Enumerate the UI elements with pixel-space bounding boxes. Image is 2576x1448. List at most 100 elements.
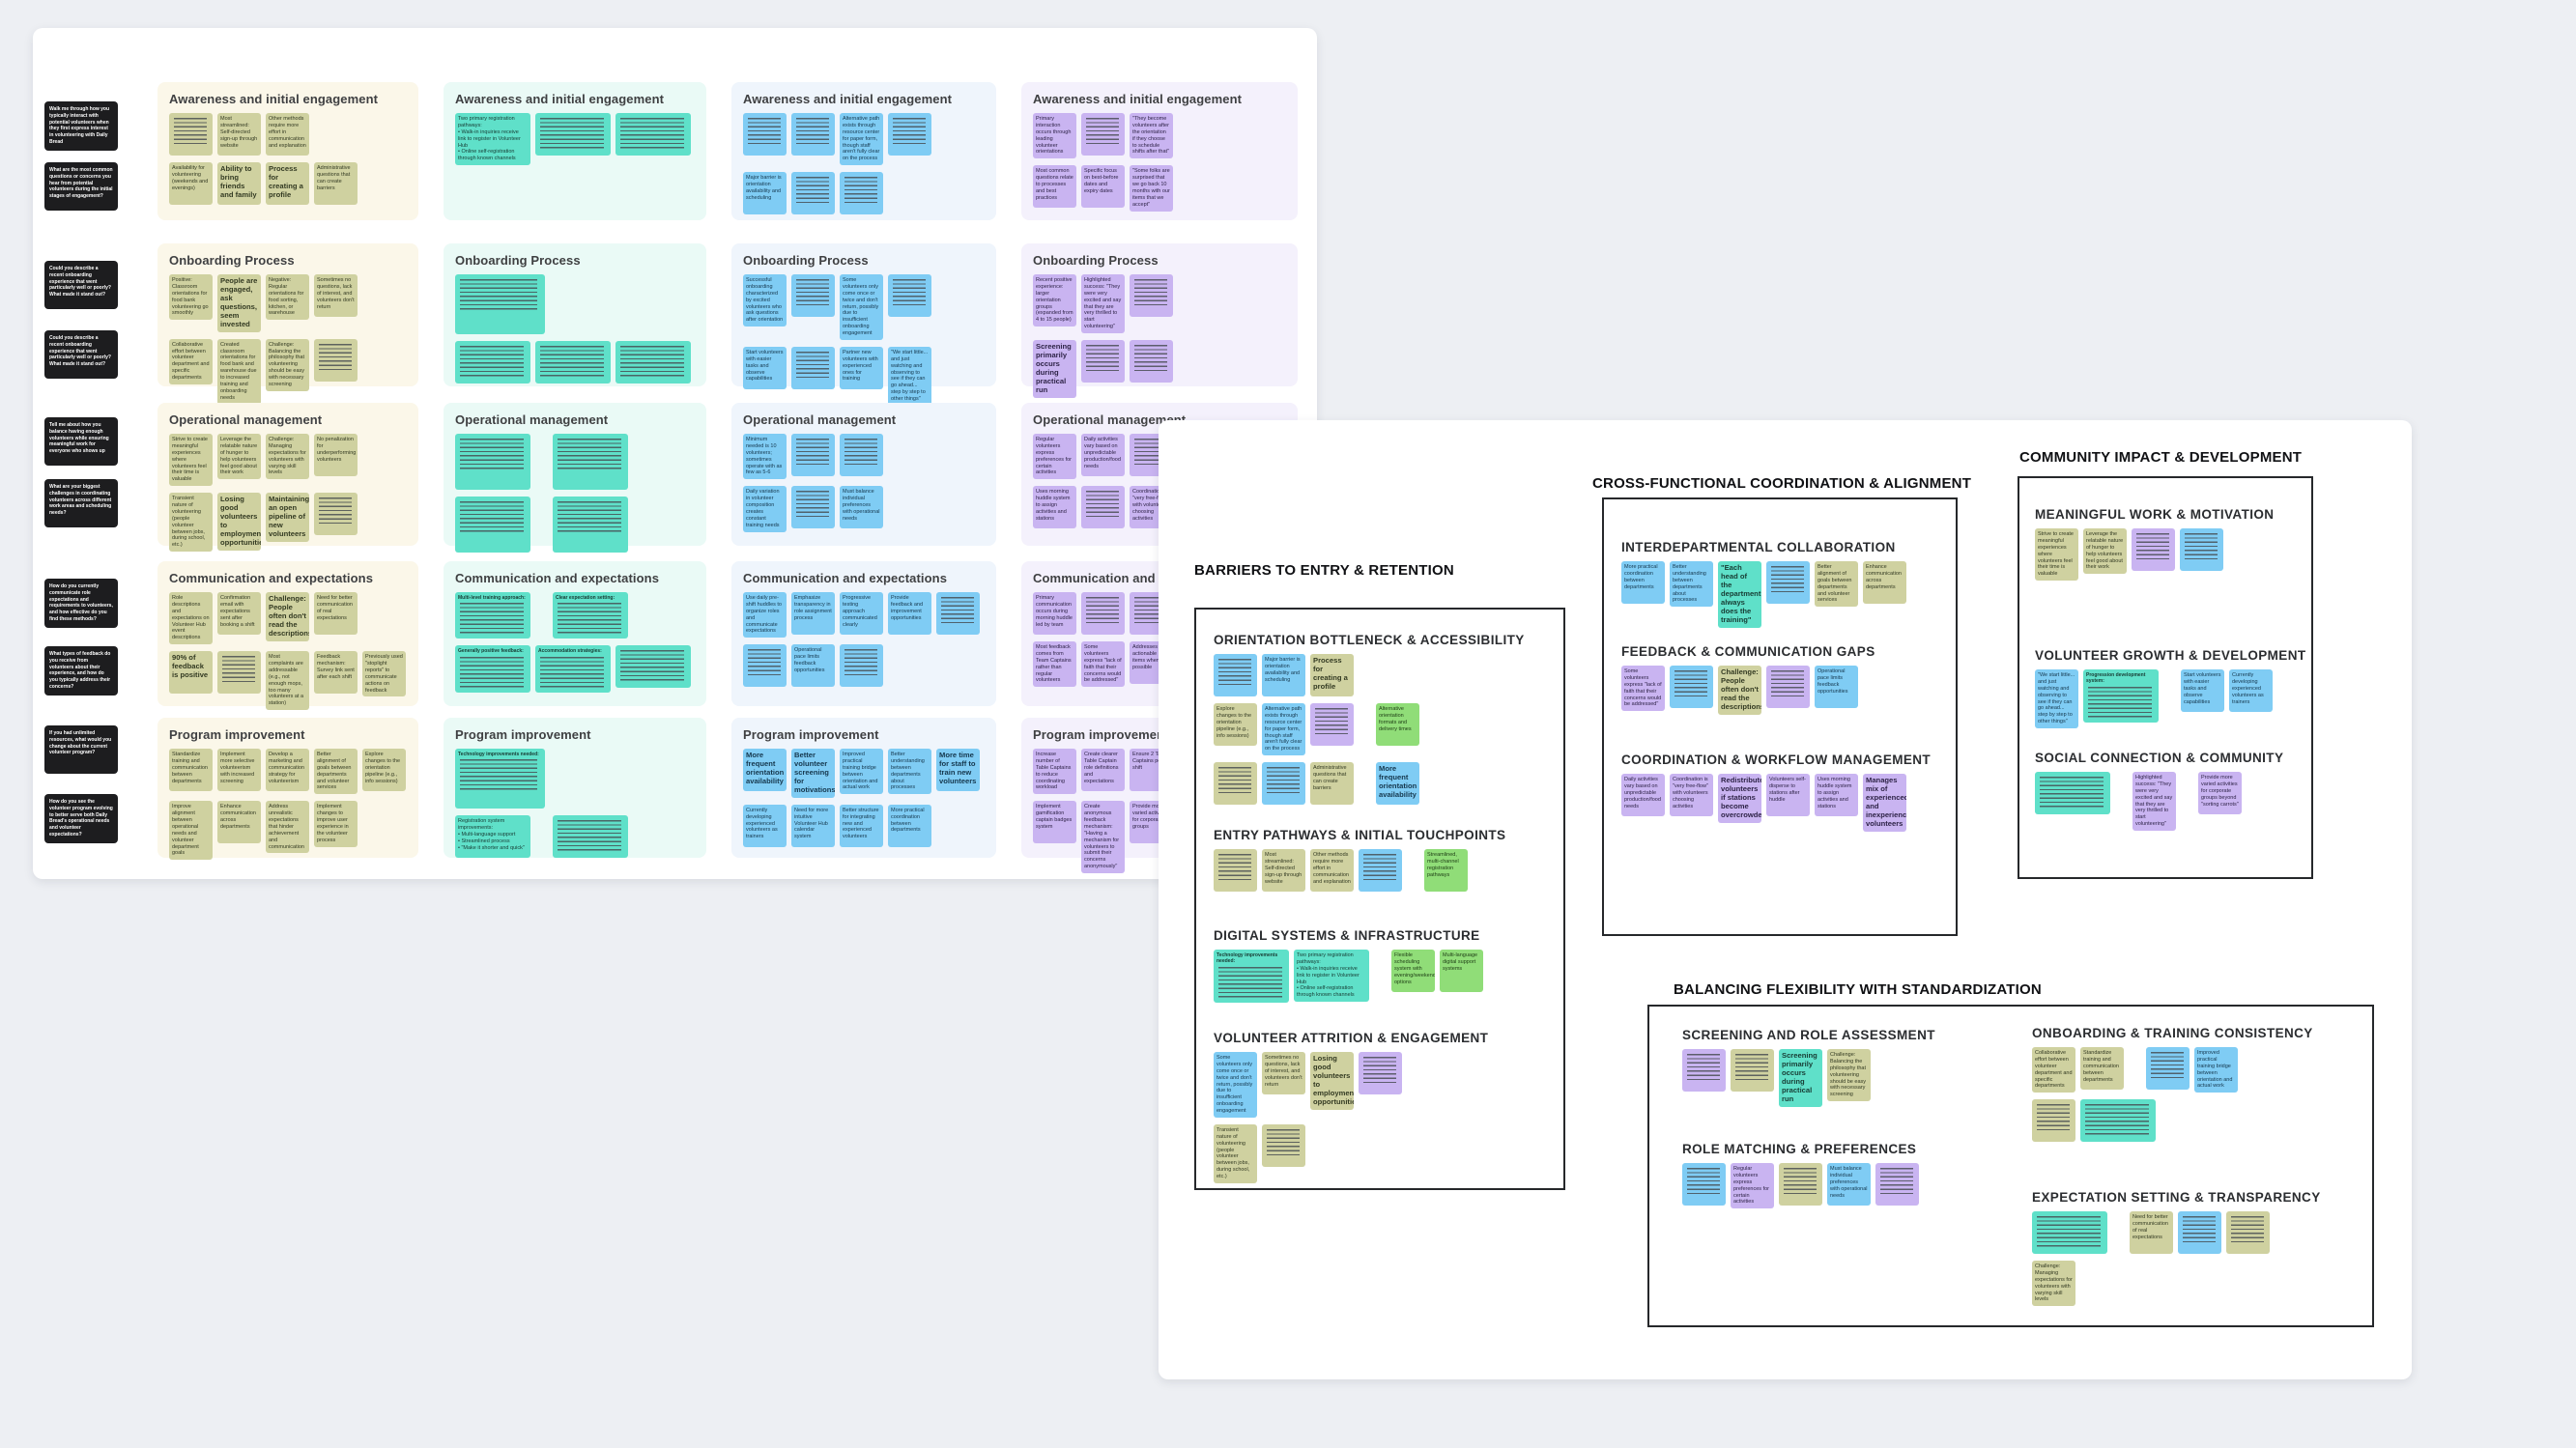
sticky-note[interactable]: Screening primarily occurs during practi…: [1033, 340, 1076, 398]
sticky-note[interactable]: Most streamlined: Self-directed sign-up …: [217, 113, 261, 156]
sticky-note[interactable]: Leverage the relatable nature of hunger …: [217, 434, 261, 480]
sticky-note[interactable]: Clear expectation setting:: [553, 592, 628, 639]
sticky-note[interactable]: Feedback mechanism: Survey link sent aft…: [314, 651, 358, 695]
sticky-note[interactable]: Develop a marketing and communication st…: [266, 749, 309, 791]
sticky-note[interactable]: Operational pace limits feedback opportu…: [791, 644, 835, 688]
cluster-title[interactable]: BALANCING FLEXIBILITY WITH STANDARDIZATI…: [1674, 981, 2042, 998]
subsection-title[interactable]: ENTRY PATHWAYS & INITIAL TOUCHPOINTS: [1214, 828, 1506, 842]
sticky-note[interactable]: Multi-level training approach:: [455, 592, 530, 639]
subsection-title[interactable]: SOCIAL CONNECTION & COMMUNITY: [2035, 751, 2284, 765]
sticky-note[interactable]: [1682, 1163, 1726, 1206]
sticky-note[interactable]: Better understanding between departments…: [1670, 561, 1713, 608]
sticky-note[interactable]: Implement gamification captain badges sy…: [1033, 801, 1076, 844]
sticky-note[interactable]: Enhance communication across departments: [217, 801, 261, 844]
sticky-note[interactable]: [553, 815, 628, 858]
sticky-note[interactable]: Some volunteers only come once or twice …: [1214, 1052, 1257, 1118]
sticky-note[interactable]: Recent positive experience: larger orien…: [1033, 274, 1076, 327]
sticky-note[interactable]: Improve alignment between operational ne…: [169, 801, 213, 861]
sticky-note[interactable]: [2226, 1211, 2270, 1254]
sticky-note[interactable]: Alternative path exists through resource…: [840, 113, 883, 166]
sticky-note[interactable]: [1731, 1049, 1774, 1092]
sticky-note[interactable]: [1682, 1049, 1726, 1092]
sticky-note[interactable]: [1670, 666, 1713, 708]
sticky-note[interactable]: People are engaged, ask questions, seem …: [217, 274, 261, 332]
sticky-note[interactable]: [1875, 1163, 1919, 1206]
sticky-note[interactable]: Volunteers self-disperse to stations aft…: [1766, 774, 1810, 816]
sticky-note[interactable]: Provide more varied activities for corpo…: [2198, 772, 2242, 814]
sticky-note[interactable]: [791, 274, 835, 317]
sticky-note[interactable]: Other methods require more effort in com…: [1310, 849, 1354, 892]
question-note[interactable]: Tell me about how you balance having eno…: [44, 417, 118, 466]
sticky-note[interactable]: Explore changes to the orientation pipel…: [362, 749, 406, 791]
sticky-note[interactable]: Daily activities vary based on unpredict…: [1621, 774, 1665, 816]
sticky-note[interactable]: More practical coordination between depa…: [1621, 561, 1665, 604]
sticky-note[interactable]: [1262, 1123, 1305, 1167]
sticky-note[interactable]: Emphasize transparency in role assignmen…: [791, 592, 835, 635]
sticky-note[interactable]: Uses morning huddle system to assign act…: [1815, 774, 1858, 816]
sticky-note[interactable]: Implement changes to improve user experi…: [314, 801, 358, 847]
cluster-box[interactable]: SCREENING AND ROLE ASSESSMENT Screening p…: [1647, 1005, 2374, 1327]
sticky-note[interactable]: Technology improvements needed:: [455, 749, 545, 809]
sticky-note[interactable]: 90% of feedback is positive: [169, 651, 213, 695]
sticky-note[interactable]: Highlighted success: "They were very exc…: [1081, 274, 1125, 333]
sticky-note[interactable]: Implement more selective volunteerism wi…: [217, 749, 261, 791]
sticky-note[interactable]: Currently developing experienced volunte…: [743, 804, 787, 847]
sticky-note[interactable]: More time for staff to train new volunte…: [936, 749, 980, 791]
sticky-note[interactable]: Registration system improvements: • Mult…: [455, 815, 530, 858]
sticky-note[interactable]: Address unrealistic expectations that hi…: [266, 801, 309, 854]
sticky-note[interactable]: Negative: Regular orientations for food …: [266, 274, 309, 321]
sticky-note[interactable]: No penalization for underperforming volu…: [314, 434, 358, 476]
sticky-note[interactable]: Screening primarily occurs during practi…: [1779, 1049, 1822, 1107]
sticky-note[interactable]: Confirmation email with expectations sen…: [217, 592, 261, 635]
sticky-note[interactable]: [2180, 528, 2223, 571]
sticky-note[interactable]: Strive to create meaningful experiences …: [2035, 528, 2078, 582]
subsection-title[interactable]: DIGITAL SYSTEMS & INFRASTRUCTURE: [1214, 928, 1480, 943]
sticky-note[interactable]: Most streamlined: Self-directed sign-up …: [1262, 849, 1305, 892]
sticky-note[interactable]: Transient nature of volunteering (people…: [1214, 1123, 1257, 1183]
sticky-note[interactable]: Create clearer Table Captain role defini…: [1081, 749, 1125, 791]
sticky-note[interactable]: Major barrier is orientation availabilit…: [743, 172, 787, 215]
sticky-note[interactable]: [553, 497, 628, 553]
sticky-note[interactable]: Highlighted success: "They were very exc…: [2132, 772, 2176, 831]
sticky-note[interactable]: More practical coordination between depa…: [888, 804, 931, 847]
cluster-title[interactable]: BARRIERS TO ENTRY & RETENTION: [1194, 562, 1454, 579]
sticky-note[interactable]: Improved practical training bridge betwe…: [2194, 1047, 2238, 1093]
sticky-note[interactable]: Generally positive feedback:: [455, 645, 530, 693]
sticky-note[interactable]: Primary communication occurs during morn…: [1033, 592, 1076, 635]
sticky-note[interactable]: Create anonymous feedback mechanism: "Ha…: [1081, 801, 1125, 873]
sticky-note[interactable]: [840, 434, 883, 476]
sticky-note[interactable]: Administrative questions that can create…: [314, 162, 358, 205]
sticky-note[interactable]: Collaborative effort between volunteer d…: [169, 338, 213, 384]
sticky-note[interactable]: "Each head of the department always does…: [1718, 561, 1761, 628]
subsection-title[interactable]: VOLUNTEER GROWTH & DEVELOPMENT: [2035, 648, 2306, 663]
sticky-note[interactable]: Better alignment of goals between depart…: [1815, 561, 1858, 608]
sticky-note[interactable]: [2146, 1047, 2190, 1090]
question-note[interactable]: Could you describe a recent onboarding e…: [44, 330, 118, 379]
sticky-note[interactable]: [791, 486, 835, 529]
cluster-title[interactable]: CROSS-FUNCTIONAL COORDINATION & ALIGNMEN…: [1592, 475, 1972, 492]
sticky-note[interactable]: Challenge: Managing expectations for vol…: [266, 434, 309, 480]
sticky-note[interactable]: Standardize training and communication b…: [2080, 1047, 2124, 1090]
sticky-note[interactable]: [314, 493, 358, 536]
subsection-title[interactable]: ORIENTATION BOTTLENECK & ACCESSIBILITY: [1214, 633, 1525, 647]
subsection-title[interactable]: SCREENING AND ROLE ASSESSMENT: [1682, 1028, 1935, 1042]
sticky-note[interactable]: Sometimes no questions, lack of interest…: [1262, 1052, 1305, 1094]
sticky-note[interactable]: Process for creating a profile: [266, 162, 309, 205]
sticky-note[interactable]: Regular volunteers express preferences f…: [1033, 434, 1076, 480]
sticky-note[interactable]: [615, 341, 691, 383]
sticky-note[interactable]: Partner new volunteers with experienced …: [840, 346, 883, 389]
question-note[interactable]: Could you describe a recent onboarding e…: [44, 261, 118, 309]
sticky-note[interactable]: Challenge: Balancing the philosophy that…: [1827, 1049, 1871, 1102]
sticky-note[interactable]: [1214, 762, 1257, 806]
sticky-note[interactable]: [1081, 486, 1125, 529]
sticky-note[interactable]: [615, 645, 691, 689]
